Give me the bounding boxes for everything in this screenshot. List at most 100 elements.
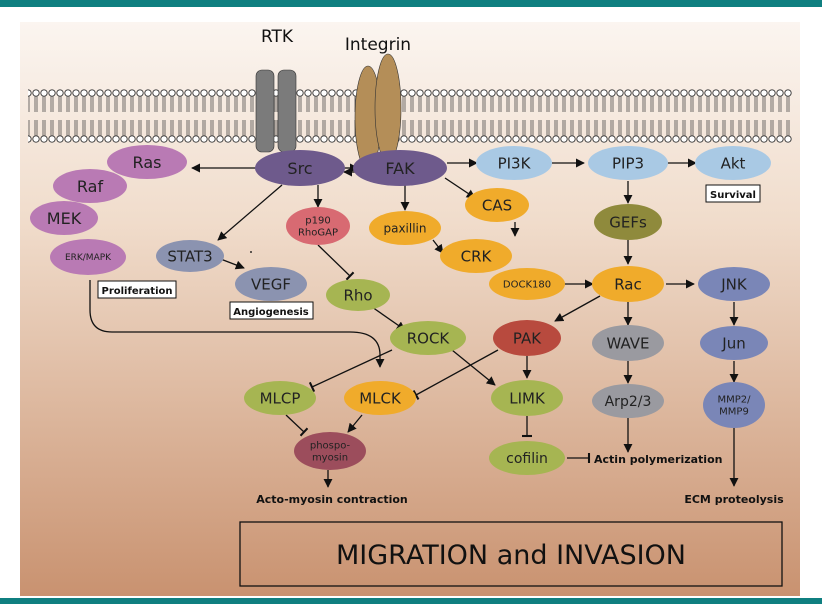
node-cofilin: cofilin <box>489 441 565 475</box>
header-bar <box>0 0 822 7</box>
wave-label: WAVE <box>606 334 649 352</box>
rac-label: Rac <box>614 275 642 293</box>
mmp2-mmp9-label-2: MMP9 <box>719 407 749 418</box>
title-box <box>239 521 783 587</box>
node-phospho-myosin: phospo-myosin <box>294 432 366 470</box>
phospho-myosin-label-1: phospo- <box>310 441 351 452</box>
rtk-receptor <box>255 69 297 153</box>
actomyosin-label: Acto-myosin contraction <box>256 493 408 506</box>
rac-shape <box>592 266 664 302</box>
node-rock: ROCK <box>390 321 466 355</box>
outcome-angiogenesis: Angiogenesis <box>229 301 314 320</box>
paxillin-label: paxillin <box>383 221 426 235</box>
gefs-label: GEFs <box>609 213 647 231</box>
arp23-shape <box>592 384 664 418</box>
node-mlck: MLCK <box>344 381 416 415</box>
node-jun: Jun <box>700 326 768 360</box>
pathway-edges <box>89 158 739 488</box>
stat3-label: STAT3 <box>167 247 212 265</box>
footer-bar <box>0 598 822 604</box>
rho-shape <box>326 279 390 311</box>
src-label: Src <box>287 159 312 178</box>
outcome-proliferation: Proliferation <box>97 280 177 299</box>
node-dock180: DOCK180 <box>489 268 565 300</box>
node-crk: CRK <box>440 239 512 273</box>
node-wave: WAVE <box>592 325 664 361</box>
proliferation-label: Proliferation <box>102 286 173 297</box>
akt-label: Akt <box>721 154 746 172</box>
dock180-label: DOCK180 <box>503 280 551 291</box>
node-pi3k: PI3K <box>476 146 552 180</box>
arp23-label: Arp2/3 <box>605 394 652 410</box>
crk-shape <box>440 239 512 273</box>
mek-label: MEK <box>47 209 82 228</box>
erk-label: ERK/MAPK <box>65 253 112 263</box>
pak-shape <box>493 320 561 356</box>
node-ras: Ras <box>107 145 187 179</box>
node-mek: MEK <box>30 201 98 235</box>
pip3-label: PIP3 <box>612 154 644 172</box>
node-gefs: GEFs <box>594 204 662 240</box>
jnk-shape <box>698 267 770 301</box>
gefs-shape <box>594 204 662 240</box>
rock-shape <box>390 321 466 355</box>
jnk-label: JNK <box>720 275 748 293</box>
phospho-myosin-shape <box>294 432 366 470</box>
raf-shape <box>53 169 127 203</box>
ecm-proteolysis-label: ECM proteolysis <box>684 493 784 506</box>
node-pip3: PIP3 <box>588 146 668 180</box>
src-shape <box>255 150 345 186</box>
ras-label: Ras <box>133 153 162 172</box>
cell-membrane <box>28 88 792 144</box>
cas-shape <box>465 188 529 222</box>
mlck-label: MLCK <box>359 389 402 407</box>
node-akt: Akt <box>695 146 771 180</box>
pi3k-label: PI3K <box>498 154 532 172</box>
vegf-shape <box>235 267 307 301</box>
p190-rhogap-label-1: p190 <box>305 216 330 227</box>
crk-label: CRK <box>461 247 493 265</box>
survival-label: Survival <box>710 190 756 201</box>
node-paxillin: paxillin <box>369 211 441 245</box>
node-cas: CAS <box>465 188 529 222</box>
rock-label: ROCK <box>407 329 451 347</box>
node-jnk: JNK <box>698 267 770 301</box>
angiogenesis-label: Angiogenesis <box>233 307 309 318</box>
jun-label: Jun <box>721 334 745 352</box>
fak-label: FAK <box>385 159 415 178</box>
limk-shape <box>491 380 563 416</box>
rtk-label: RTK <box>261 27 294 47</box>
node-vegf: VEGF <box>235 267 307 301</box>
node-limk: LIMK <box>491 380 563 416</box>
node-arp23: Arp2/3 <box>592 384 664 418</box>
figure-title: MIGRATION and INVASION <box>336 540 686 571</box>
erk-shape <box>50 239 126 275</box>
akt-shape <box>695 146 771 180</box>
node-pak: PAK <box>493 320 561 356</box>
node-erk: ERK/MAPK <box>50 239 126 275</box>
limk-label: LIMK <box>509 389 546 407</box>
ras-shape <box>107 145 187 179</box>
mek-shape <box>30 201 98 235</box>
p190-rhogap-label-2: RhoGAP <box>298 228 338 239</box>
p190-rhogap-shape <box>286 207 350 245</box>
dock180-shape <box>489 268 565 300</box>
raf-label: Raf <box>77 177 104 196</box>
rho-label: Rho <box>343 286 372 304</box>
mmp2-mmp9-label-1: MMP2/ <box>717 395 751 406</box>
outcome-survival: Survival <box>705 184 761 203</box>
node-mmp2-mmp9: MMP2/MMP9 <box>703 382 765 428</box>
mmp2-mmp9-shape <box>703 382 765 428</box>
cas-label: CAS <box>482 196 512 214</box>
jun-shape <box>700 326 768 360</box>
actin-polymerization-label: Actin polymerization <box>594 453 722 466</box>
stat3-shape <box>156 240 224 272</box>
pip3-shape <box>588 146 668 180</box>
wave-shape <box>592 325 664 361</box>
pi3k-shape <box>476 146 552 180</box>
vegf-label: VEGF <box>251 275 291 293</box>
node-mlcp: MLCP <box>244 381 316 415</box>
